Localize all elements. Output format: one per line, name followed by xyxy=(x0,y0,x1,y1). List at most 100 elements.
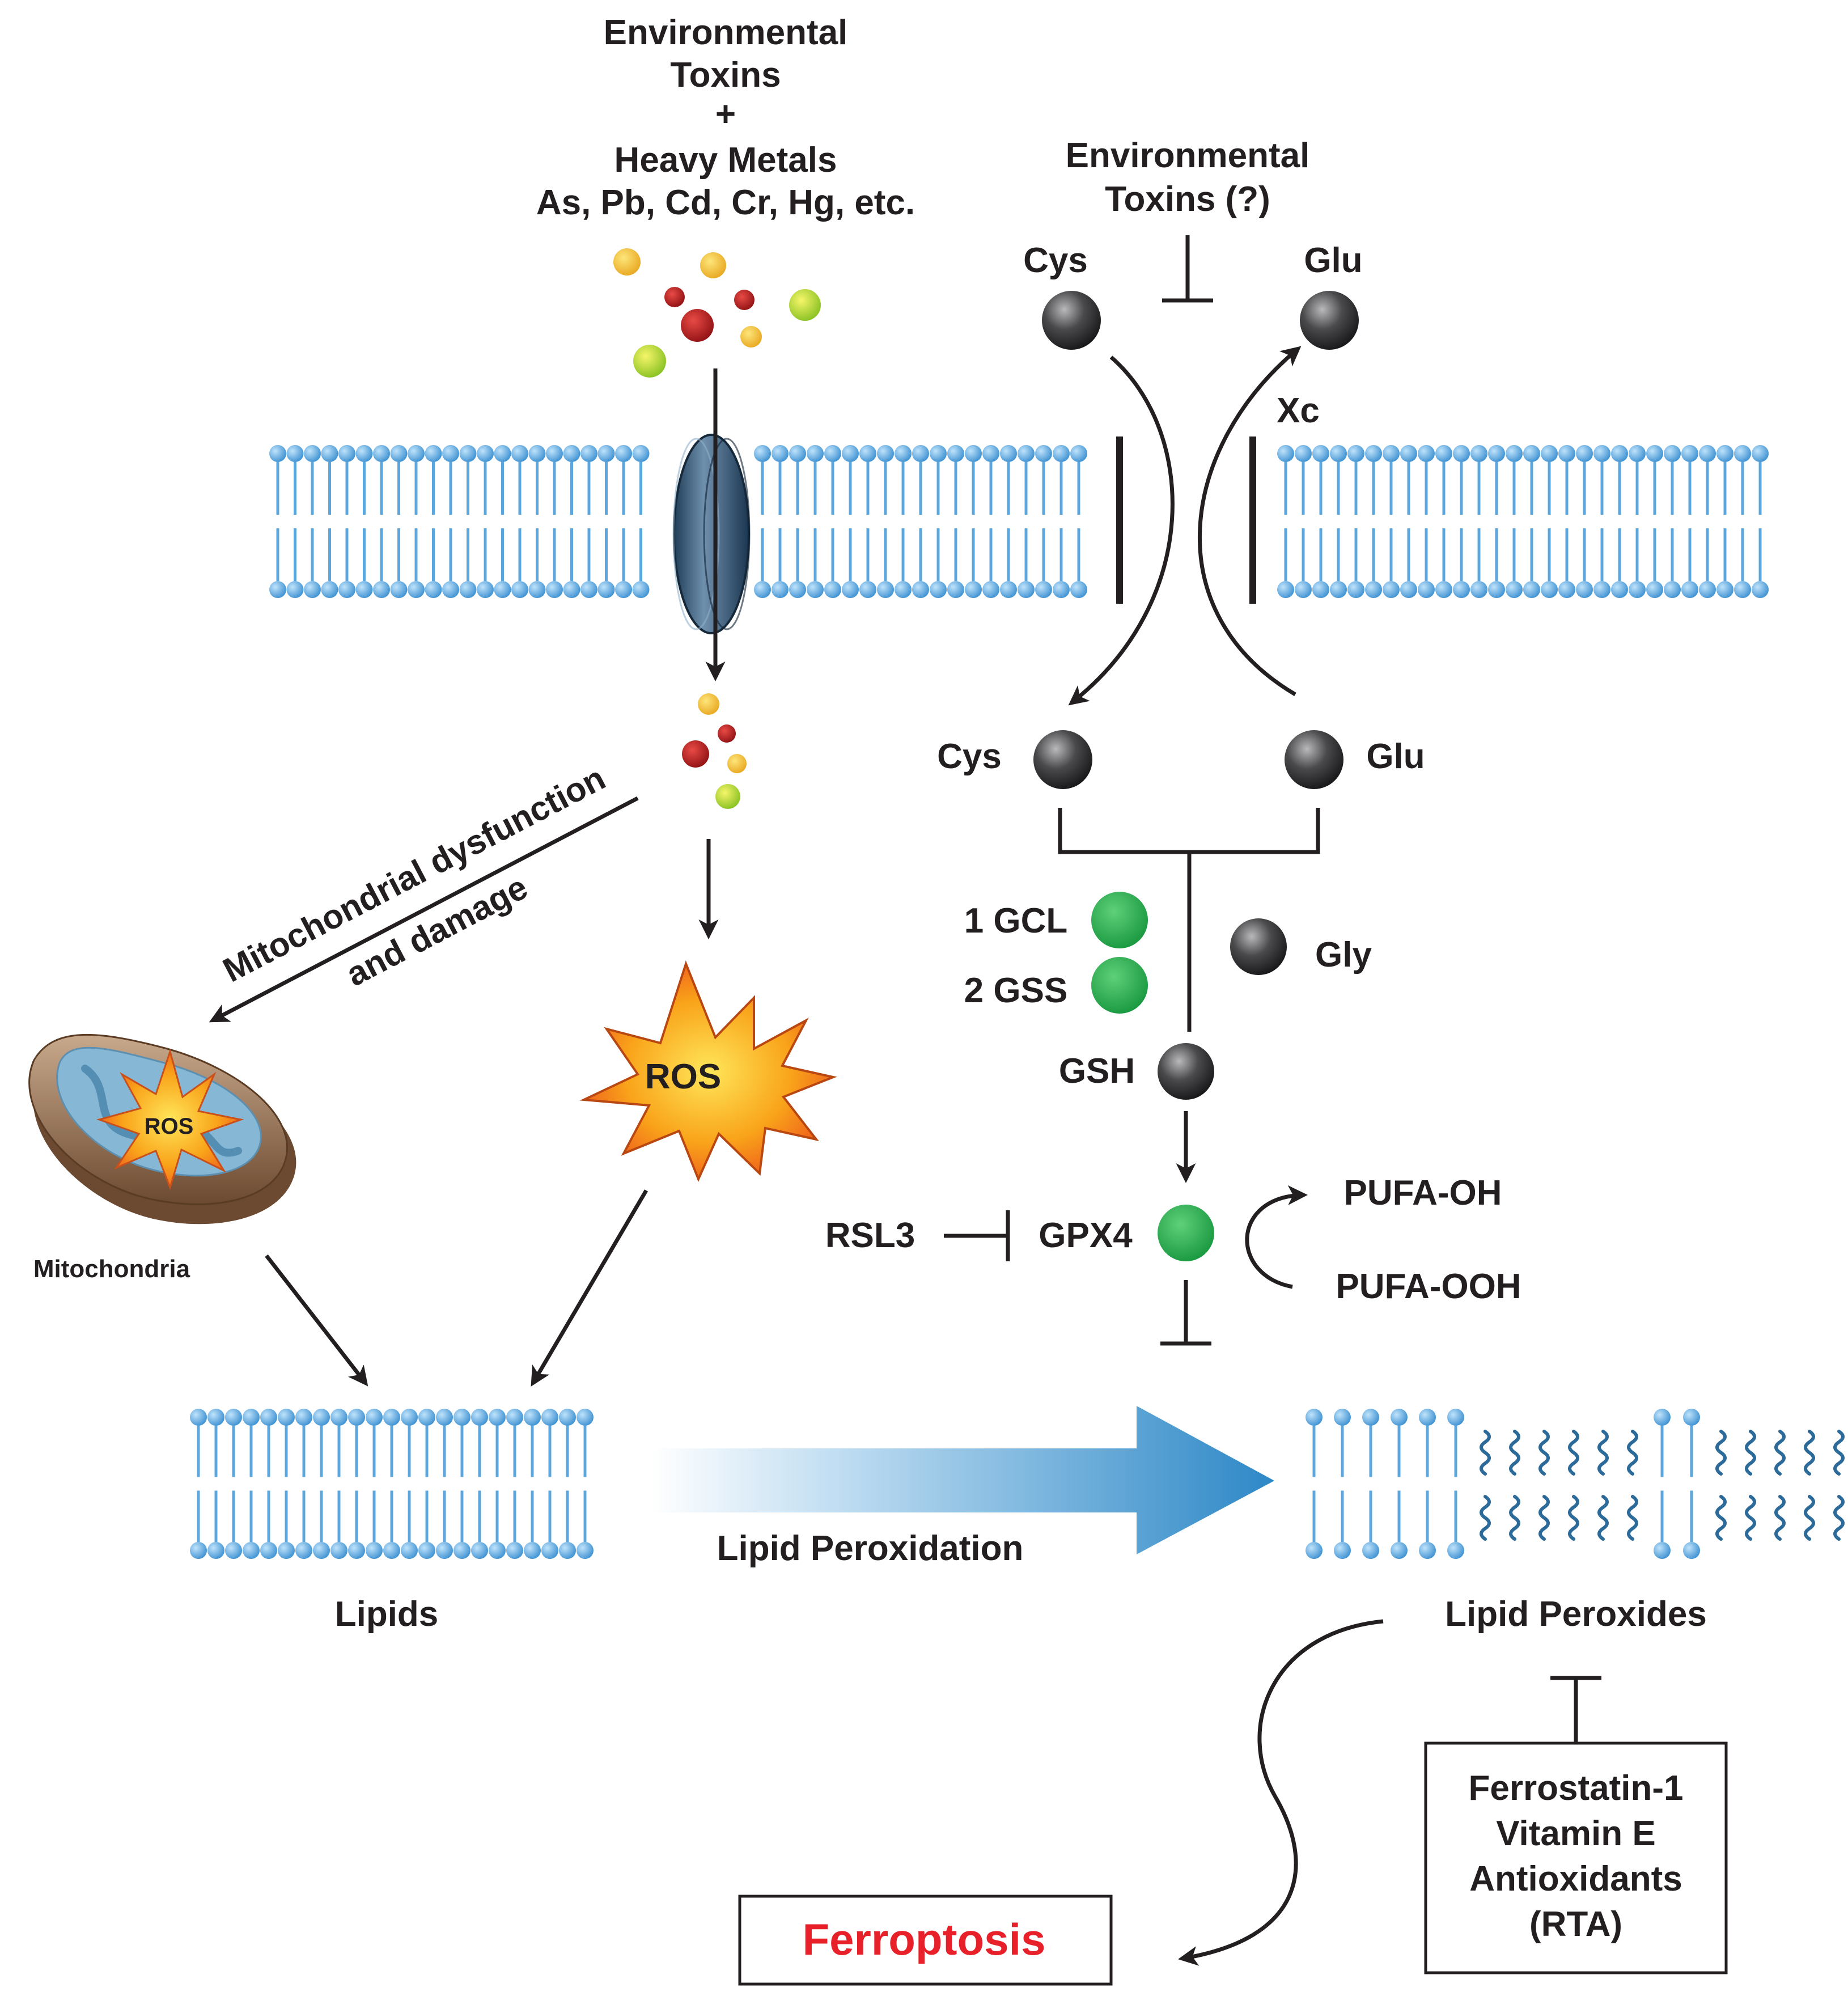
phospholipid-head xyxy=(1734,581,1751,598)
phospholipid-head xyxy=(436,1409,453,1426)
phospholipid-head xyxy=(912,581,929,598)
phospholipid-head xyxy=(477,581,494,598)
antioxidant-ferrostatin: Ferrostatin-1 xyxy=(1469,1769,1684,1808)
phospholipid-head xyxy=(1683,1542,1700,1559)
phospholipid-head xyxy=(1453,581,1470,598)
phospholipid-head xyxy=(453,1409,471,1426)
phospholipid-head xyxy=(877,581,894,598)
pufa-oh-label: PUFA-OH xyxy=(1344,1173,1502,1213)
oxidized-lipid-tail xyxy=(1745,1430,1756,1476)
ion-channel-icon xyxy=(672,434,751,634)
phospholipid-head xyxy=(1558,445,1575,462)
phospholipid-head xyxy=(541,1542,558,1559)
phospholipid-head xyxy=(243,1409,260,1426)
phospholipid-head xyxy=(1699,581,1716,598)
toxins-left-line4: Heavy Metals xyxy=(614,141,837,180)
oxidized-lipid-tail xyxy=(1833,1430,1845,1476)
phospholipid-head xyxy=(278,1409,295,1426)
lipids-label: Lipids xyxy=(335,1595,439,1634)
phospholipid-head xyxy=(1506,445,1523,462)
phospholipid-head xyxy=(912,445,929,462)
phospholipid-head xyxy=(1593,445,1610,462)
oxidized-lipid-tail xyxy=(1568,1495,1579,1541)
inhibition-bar-gpx4-peroxidation xyxy=(1160,1280,1211,1346)
phospholipid-head xyxy=(772,581,789,598)
phospholipid-head xyxy=(1664,445,1681,462)
phospholipid-head xyxy=(418,1409,435,1426)
ros-burst-icon: ROS xyxy=(579,960,837,1183)
heavy-metal-particles-outside xyxy=(613,248,821,378)
phospholipid-head xyxy=(541,1409,558,1426)
phospholipid-head xyxy=(632,581,650,598)
phospholipid-head xyxy=(807,581,824,598)
phospholipid-head xyxy=(1400,445,1417,462)
glu-inside-label: Glu xyxy=(1366,737,1425,776)
phospholipid-head xyxy=(1312,581,1329,598)
phospholipid-head xyxy=(563,581,580,598)
phospholipid-head xyxy=(408,445,425,462)
phospholipid-head xyxy=(401,1409,418,1426)
phospholipid-head xyxy=(1576,445,1593,462)
phospholipid-head xyxy=(528,581,546,598)
phospholipid-head xyxy=(1611,581,1628,598)
oxidized-lipid-tail xyxy=(1804,1430,1815,1476)
phospholipid-head xyxy=(401,1542,418,1559)
phospholipid-head xyxy=(1470,445,1487,462)
phospholipid-head xyxy=(330,1542,347,1559)
oxidized-lipid-tail xyxy=(1715,1430,1727,1476)
oxidized-lipid-tail xyxy=(1774,1430,1786,1476)
arrow-pufa-ooh-to-oh xyxy=(1245,1185,1308,1289)
phospholipid-head xyxy=(278,1542,295,1559)
rsl3-label: RSL3 xyxy=(825,1216,915,1255)
phospholipid-head xyxy=(1000,445,1017,462)
phospholipid-head xyxy=(789,445,806,462)
phospholipid-head xyxy=(471,1542,488,1559)
phospholipid-head xyxy=(390,445,408,462)
phospholipid-head xyxy=(459,445,477,462)
phospholipid-head xyxy=(1716,581,1733,598)
phospholipid-head xyxy=(1035,445,1052,462)
phospholipid-head xyxy=(1646,445,1663,462)
phospholipid-head xyxy=(225,1409,242,1426)
ferroptosis-box xyxy=(738,1895,1113,1986)
phospholipid-head xyxy=(1453,445,1470,462)
phospholipid-head xyxy=(1558,581,1575,598)
phospholipid-head xyxy=(895,445,912,462)
phospholipid-head xyxy=(338,445,355,462)
phospholipid-head xyxy=(355,445,373,462)
phospholipid-head xyxy=(859,581,876,598)
phospholipid-head xyxy=(982,445,999,462)
phospholipid-head xyxy=(418,1542,435,1559)
toxins-left-line5: As, Pb, Cd, Cr, Hg, etc. xyxy=(536,183,915,222)
phospholipid-head xyxy=(243,1542,260,1559)
inhibition-bar-toxins-xc xyxy=(1162,235,1213,303)
cys-inside-molecule xyxy=(1033,730,1092,789)
phospholipid-head xyxy=(207,1409,224,1426)
gpx4-label: GPX4 xyxy=(1039,1216,1133,1255)
phospholipid-head xyxy=(338,581,355,598)
phospholipid-head xyxy=(1365,581,1382,598)
gss-enzyme-icon xyxy=(1091,957,1148,1014)
phospholipid-head xyxy=(355,581,373,598)
phospholipid-head xyxy=(295,1409,312,1426)
phospholipid-head xyxy=(1488,581,1505,598)
phospholipid-head xyxy=(511,581,528,598)
phospholipid-head xyxy=(1391,1409,1408,1426)
lipid-peroxides-bilayer xyxy=(1306,1409,1845,1559)
phospholipid-head xyxy=(425,445,442,462)
phospholipid-head xyxy=(1000,581,1017,598)
phospholipid-head xyxy=(754,581,771,598)
oxidized-lipid-tail xyxy=(1509,1495,1520,1541)
phospholipid-head xyxy=(1523,445,1540,462)
phospholipid-head xyxy=(225,1542,242,1559)
phospholipid-head xyxy=(824,581,841,598)
gly-label: Gly xyxy=(1315,935,1372,974)
phospholipid-head xyxy=(528,445,546,462)
antioxidant-general: Antioxidants xyxy=(1469,1859,1682,1898)
cys-glu-join-bracket xyxy=(1058,808,1320,1032)
phospholipid-head xyxy=(1306,1409,1323,1426)
phospholipid-head xyxy=(546,581,563,598)
phospholipid-head xyxy=(597,445,615,462)
